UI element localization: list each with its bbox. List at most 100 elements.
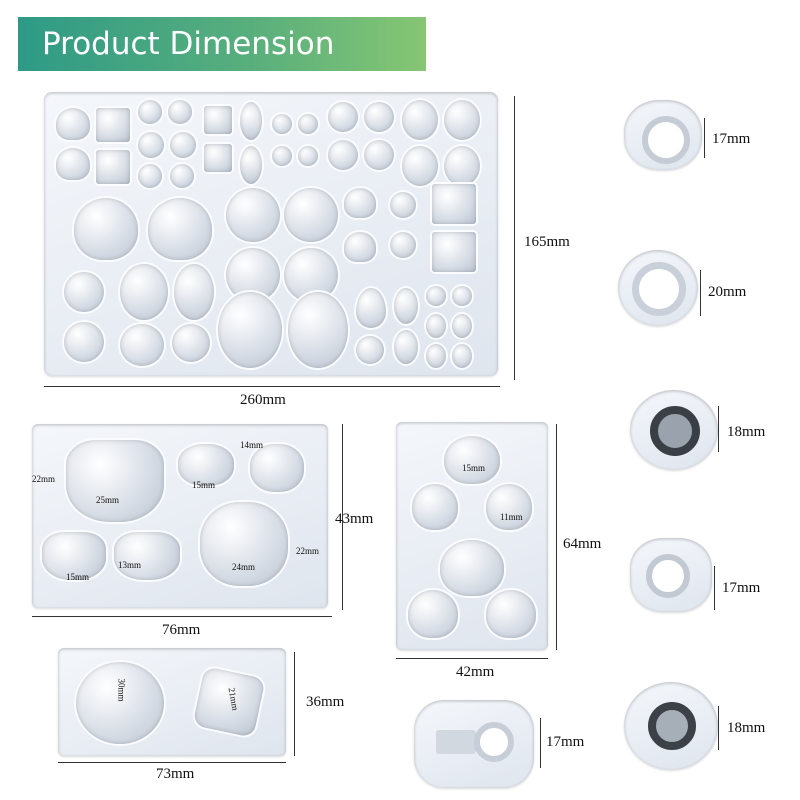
ring-mold-5 [624,682,718,770]
ring-3-label: 18mm [727,424,766,440]
cavity-circle [272,146,292,166]
cavity-square [96,108,130,142]
cavity-oval [426,344,446,368]
cavity-heart [408,590,458,638]
cavity-heart [486,484,532,530]
cat-mold-height-label: 43mm [335,511,374,527]
ring-mold-2 [618,250,698,326]
ring-hole [642,116,690,164]
paw-big-width: 24mm [232,562,256,572]
heart-mold-width-line [396,658,548,659]
ring-hole [646,554,690,598]
paw-big-height: 22mm [296,546,320,556]
cavity-circle [364,140,394,170]
heart-mold-width-label: 42mm [456,664,495,680]
ring-1-line [704,118,705,158]
page-title-banner: Product Dimension [18,17,426,71]
cavity-oval [120,264,168,320]
cavity-paw-small [250,444,304,492]
ring-mold-1 [624,100,702,170]
cat-paw-mold [32,424,328,608]
ring-mold-3 [630,390,718,470]
cavity-oval-large [288,292,348,368]
paw-small-width: 15mm [192,480,216,490]
moon-mold-height-label: 36mm [306,694,345,710]
cavity-circle [298,114,318,134]
cavity-circle-large [284,188,338,242]
ring-4-label: 17mm [722,580,761,596]
oval-ring-label: 17mm [546,734,585,750]
ring-hole [650,406,700,456]
ring-1-label: 17mm [712,131,751,147]
ring-2-line [700,270,701,316]
cavity-circle [390,232,416,258]
cavity-circle [168,100,192,124]
oval-ring-mold [414,700,534,788]
cavity-circle [172,324,210,362]
heart-big-width: 15mm [462,463,486,473]
cavity-oval [452,344,472,368]
cavity-circle [452,286,472,306]
page-title: Product Dimension [42,26,335,62]
moon-mold-width-line [58,762,286,763]
cavity-square [96,150,130,184]
cavity-circle [298,146,318,166]
heart-mold-height-label: 64mm [563,536,602,552]
cavity-marquise [240,102,262,140]
cat-big-height: 22mm [32,474,56,484]
large-mold-height-line [514,96,515,380]
cat-mold-width-label: 76mm [162,622,201,638]
ring-5-label: 18mm [727,720,766,736]
ring-3-line [718,406,719,452]
cavity-circle [64,322,104,362]
heart-small-width: 11mm [500,512,523,522]
cavity-circle [328,102,358,132]
cavity-circle [120,324,164,366]
ring-hole [632,262,686,316]
cavity-oval [394,288,418,324]
cavity-paw-small [178,444,234,486]
moon-mold-width-label: 73mm [156,766,195,782]
cavity-heart [56,108,90,140]
cavity-heart-large [74,198,138,260]
cavity-cat-big [66,440,164,522]
heart-mold-height-line [556,424,557,650]
cavity-moon [76,662,164,744]
moon-mold-height-line [294,652,295,756]
ring-5-line [718,706,719,750]
oval-ring-line [540,718,541,768]
paw-small-height: 14mm [240,440,264,450]
cavity-oval [444,146,480,186]
cavity-heart [56,148,90,180]
cavity-cat-small [42,532,106,580]
cavity-heart [344,232,376,262]
cat-small-width: 15mm [66,572,90,582]
cat-mold-height-line [342,424,343,610]
cavity-oval [394,330,418,364]
cavity-marquise [240,146,262,184]
moon-star-mold [58,648,286,756]
large-mold-width-label: 260mm [240,392,286,408]
cavity-circle [138,132,164,158]
cat-small-height: 13mm [118,560,142,570]
cavity-heart [412,484,458,530]
cavity-circle [356,336,384,364]
cavity-circle [138,164,162,188]
ring-mold-4 [630,538,712,612]
ring-4-line [714,566,715,610]
cavity-circle [426,286,446,306]
large-mold [44,92,498,376]
cavity-oval-large [218,292,282,368]
cavity-oval [452,314,472,338]
cavity-teardrop [356,288,386,328]
cavity-oval [444,100,480,140]
cavity-oval [402,100,438,140]
cavity-rectangle [432,232,476,272]
cavity-square [204,106,232,134]
large-mold-width-line [44,386,500,387]
cavity-oval [402,146,438,186]
cavity-oval [426,314,446,338]
cavity-circle-large [226,188,280,242]
cavity-cat-small [114,532,180,580]
cavity-circle [64,272,104,312]
